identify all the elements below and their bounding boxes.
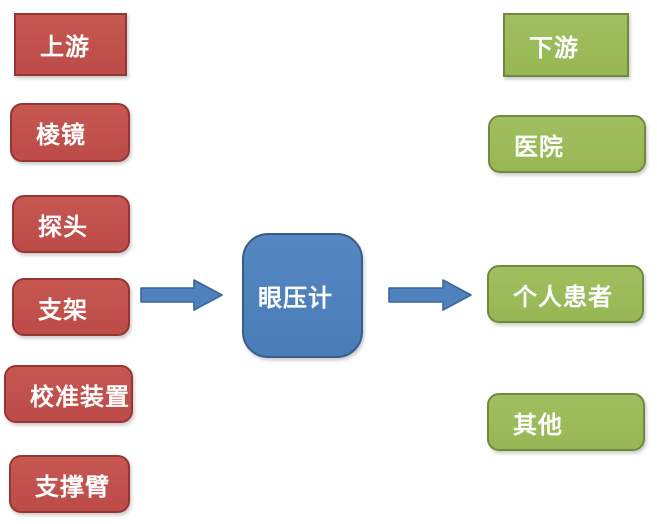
upstream-header-box: 上游 bbox=[14, 13, 127, 76]
node-bracket-label: 支架 bbox=[38, 296, 88, 324]
right-arrow-icon bbox=[140, 279, 223, 311]
upstream-header-label: 上游 bbox=[40, 34, 90, 61]
node-other: 其他 bbox=[487, 393, 645, 451]
node-calibration-device: 校准装置 bbox=[4, 365, 133, 423]
downstream-header-box: 下游 bbox=[503, 13, 629, 77]
node-probe-label: 探头 bbox=[38, 213, 88, 241]
node-calibration-device-label: 校准装置 bbox=[30, 383, 130, 411]
node-prism: 棱镜 bbox=[10, 103, 130, 162]
center-node-tonometer: 眼压计 bbox=[242, 233, 363, 358]
node-hospital: 医院 bbox=[488, 115, 646, 173]
node-individual-patients: 个人患者 bbox=[487, 265, 644, 323]
node-individual-patients-label: 个人患者 bbox=[513, 283, 613, 311]
node-hospital-label: 医院 bbox=[514, 133, 564, 161]
right-arrow-icon bbox=[388, 279, 472, 311]
node-bracket: 支架 bbox=[12, 278, 130, 336]
node-prism-label: 棱镜 bbox=[36, 122, 86, 149]
center-node-tonometer-label: 眼压计 bbox=[258, 285, 333, 312]
node-support-arm-label: 支撑臂 bbox=[35, 473, 110, 501]
node-support-arm: 支撑臂 bbox=[9, 455, 130, 513]
node-probe: 探头 bbox=[12, 195, 130, 253]
node-other-label: 其他 bbox=[513, 411, 563, 439]
downstream-header-label: 下游 bbox=[529, 34, 579, 62]
